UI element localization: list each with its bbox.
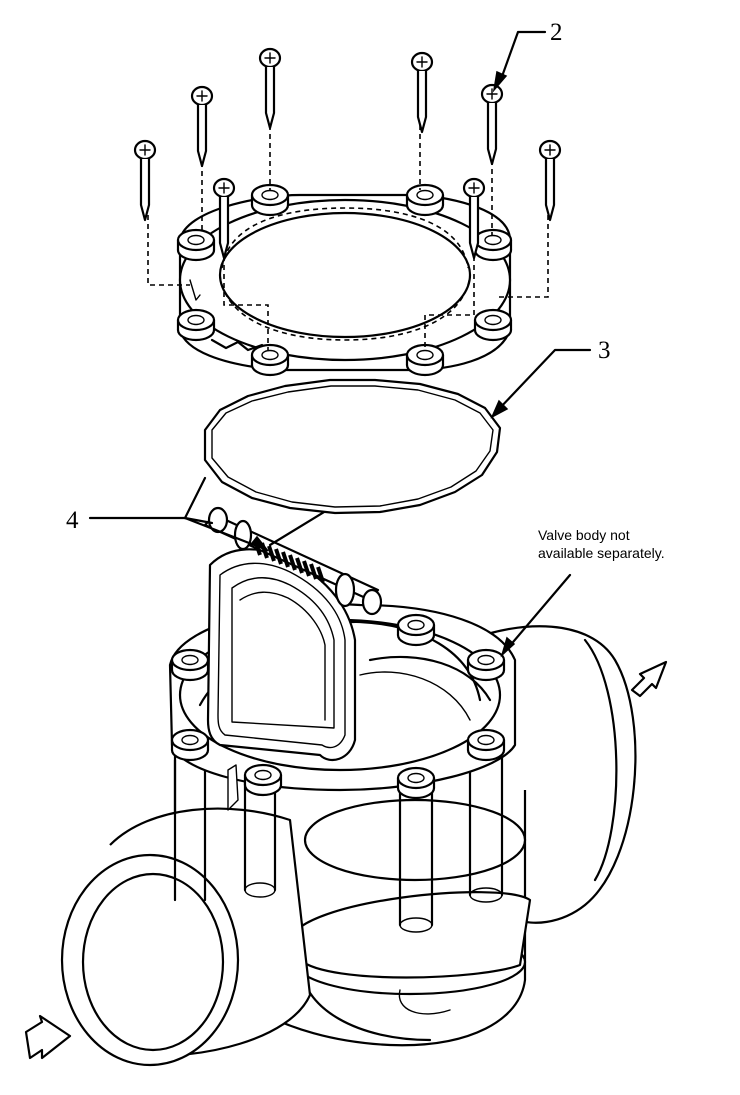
flow-arrow-outlet bbox=[630, 660, 668, 698]
leader-lines bbox=[88, 30, 592, 658]
valve-cover bbox=[176, 183, 513, 377]
note-line-2: available separately. bbox=[538, 545, 665, 561]
gate-assembly bbox=[203, 493, 383, 762]
note-line-1: Valve body not bbox=[538, 527, 630, 543]
o-ring-gasket bbox=[203, 378, 502, 515]
screws bbox=[133, 47, 562, 350]
flow-arrow-inlet bbox=[24, 1014, 72, 1060]
callout-4: 4 bbox=[66, 507, 79, 534]
callout-3: 3 bbox=[598, 337, 611, 364]
spring bbox=[253, 539, 325, 583]
callout-2: 2 bbox=[550, 19, 563, 46]
